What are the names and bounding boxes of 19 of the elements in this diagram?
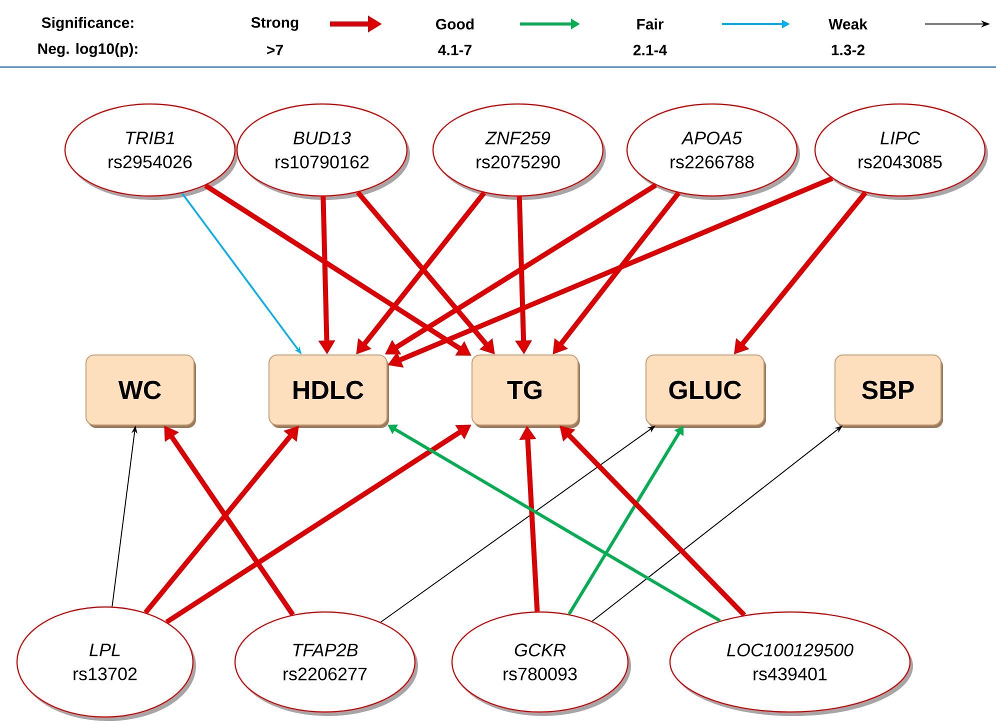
legend-label: Good: [436, 18, 474, 30]
trait-box: SBP: [834, 354, 943, 428]
scale-label: Neg. log10(p):: [38, 42, 138, 58]
trait-box: HDLC: [268, 354, 389, 428]
node-label: LOC100129500: [727, 644, 854, 656]
scale-label: Significance:: [42, 16, 134, 32]
scale-label: 4.1-7: [438, 44, 472, 56]
legend-label: Weak: [828, 18, 868, 30]
node-label: rs439401: [754, 668, 827, 680]
trait-box: GLUC: [646, 354, 766, 428]
legend-label: Strong: [251, 17, 298, 31]
trait-box: WC: [86, 354, 196, 428]
node-label: rs2043085: [858, 156, 942, 168]
node-label: LIPC: [880, 132, 920, 144]
scale-label: 1.3-2: [832, 44, 864, 56]
trait-box: TG: [472, 354, 580, 428]
scale-label: 2.1-4: [633, 44, 668, 56]
legend-label: Fair: [637, 18, 664, 30]
scale-label: >7: [267, 44, 283, 56]
